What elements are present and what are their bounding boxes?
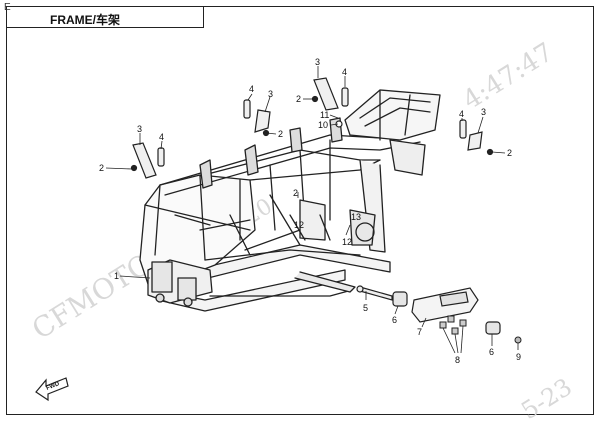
callout-3: 3 — [137, 124, 142, 134]
bracket-top — [311, 77, 349, 128]
screw — [514, 336, 522, 344]
title-prefix: E — [4, 2, 11, 13]
bracket-right — [459, 119, 494, 156]
frame-assembly — [139, 89, 441, 312]
callout-12b: 12 — [342, 237, 352, 247]
callout-7: 7 — [417, 327, 422, 337]
watermark-brand: CFMOTO — [26, 247, 157, 346]
bracket-center — [243, 99, 271, 137]
sheet-border — [6, 6, 594, 415]
title-block: E FRAME/车架 — [4, 2, 204, 28]
fwd-label: FWD — [46, 381, 62, 392]
callout-5: 5 — [363, 303, 368, 313]
leader-lines — [105, 66, 519, 354]
callout-2: 2 — [99, 163, 104, 173]
callout-3b: 3 — [268, 89, 273, 99]
nuts-group — [439, 315, 467, 335]
callout-11: 11 — [320, 110, 329, 120]
callout-6: 6 — [392, 315, 397, 325]
callout-4b: 4 — [249, 84, 254, 94]
bushing-right — [485, 321, 501, 335]
callout-2d: 2 — [507, 148, 512, 158]
callout-4c: 4 — [342, 67, 347, 77]
callout-2c: 2 — [296, 94, 301, 104]
watermark-date-tail: 5-23 — [516, 373, 577, 421]
bracket-left — [130, 142, 165, 179]
callout-13: 13 — [351, 212, 361, 222]
watermark-time: 4:47:47 — [458, 37, 559, 116]
bushing-left — [392, 291, 408, 307]
skid-plate-bracket — [411, 287, 479, 323]
callout-4d: 4 — [459, 109, 464, 119]
callout-1: 1 — [114, 271, 119, 281]
callout-10: 10 — [318, 120, 328, 130]
callout-4: 4 — [159, 132, 164, 142]
callout-2e: 2 — [293, 188, 298, 198]
callout-3d: 3 — [481, 107, 486, 117]
callout-labels: 1 2 3 4 4 3 2 2 3 4 11 10 4 3 2 5 6 7 8 … — [99, 57, 521, 365]
callout-3c: 3 — [315, 57, 320, 67]
callout-8: 8 — [455, 355, 460, 365]
callout-12: 12 — [294, 220, 304, 230]
callout-6b: 6 — [489, 347, 494, 357]
pivot-bolt — [356, 285, 393, 301]
fwd-arrow-icon: FWD — [35, 377, 69, 402]
callout-2b: 2 — [278, 129, 283, 139]
page-title: FRAME/车架 — [50, 13, 120, 27]
callout-9: 9 — [516, 352, 521, 362]
